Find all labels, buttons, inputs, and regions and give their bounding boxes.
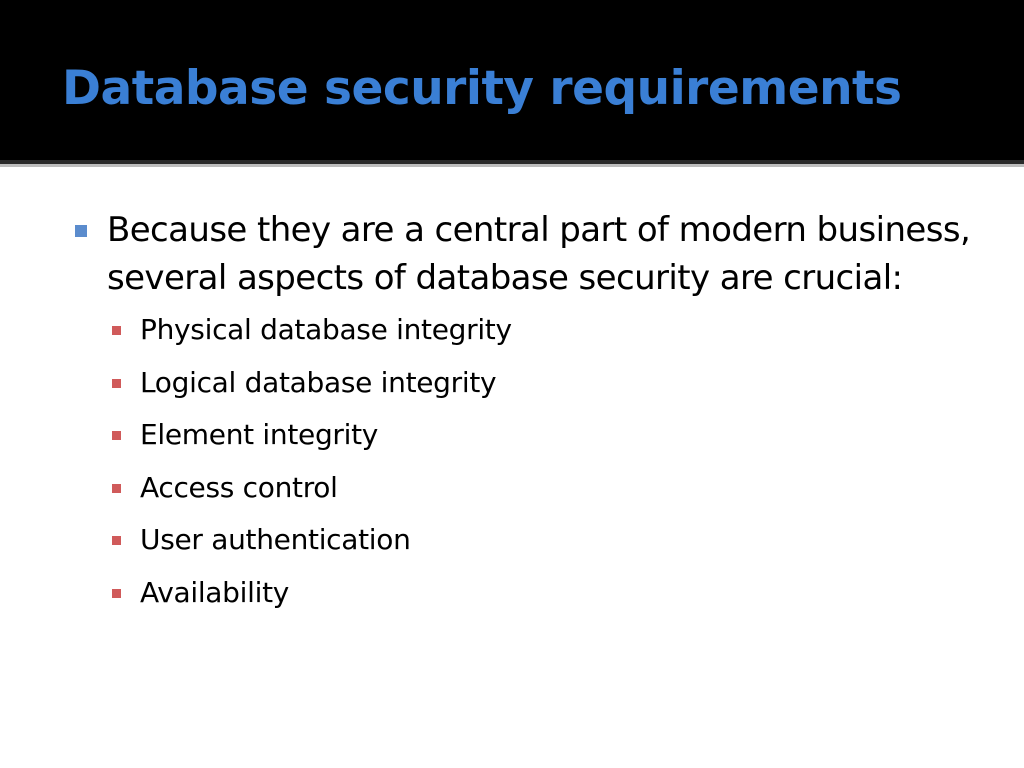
square-bullet-icon	[112, 378, 121, 388]
square-bullet-icon	[112, 588, 121, 598]
square-bullet-icon	[112, 431, 121, 441]
square-bullet-icon	[75, 225, 87, 237]
slide-body: Because they are a central part of moder…	[0, 206, 1024, 626]
sub-bullet-item: Availability	[0, 573, 1024, 626]
main-bullet-text: Because they are a central part of moder…	[107, 210, 971, 298]
title-bar: Database security requirements	[0, 0, 1024, 160]
square-bullet-icon	[112, 536, 121, 546]
sub-bullet-item: User authentication	[0, 520, 1024, 573]
square-bullet-icon	[112, 483, 121, 493]
sub-bullet-text: Access control	[140, 470, 338, 504]
square-bullet-icon	[112, 326, 121, 335]
sub-bullet-text: User authentication	[140, 523, 411, 557]
sub-bullet-text: Physical database integrity	[140, 313, 512, 346]
sub-bullet-item: Physical database integrity	[0, 310, 1024, 363]
sub-bullet-item: Logical database integrity	[0, 363, 1024, 416]
sub-bullet-text: Availability	[140, 575, 290, 609]
sub-bullet-item: Element integrity	[0, 415, 1024, 468]
title-divider-light	[0, 164, 1024, 167]
main-bullet: Because they are a central part of moder…	[0, 206, 987, 302]
slide-title: Database security requirements	[62, 61, 902, 116]
sub-bullet-list: Physical database integrity Logical data…	[0, 310, 1024, 626]
title-divider-dark	[0, 160, 1024, 164]
sub-bullet-text: Logical database integrity	[140, 365, 497, 399]
sub-bullet-text: Element integrity	[140, 418, 379, 452]
sub-bullet-item: Access control	[0, 468, 1024, 521]
